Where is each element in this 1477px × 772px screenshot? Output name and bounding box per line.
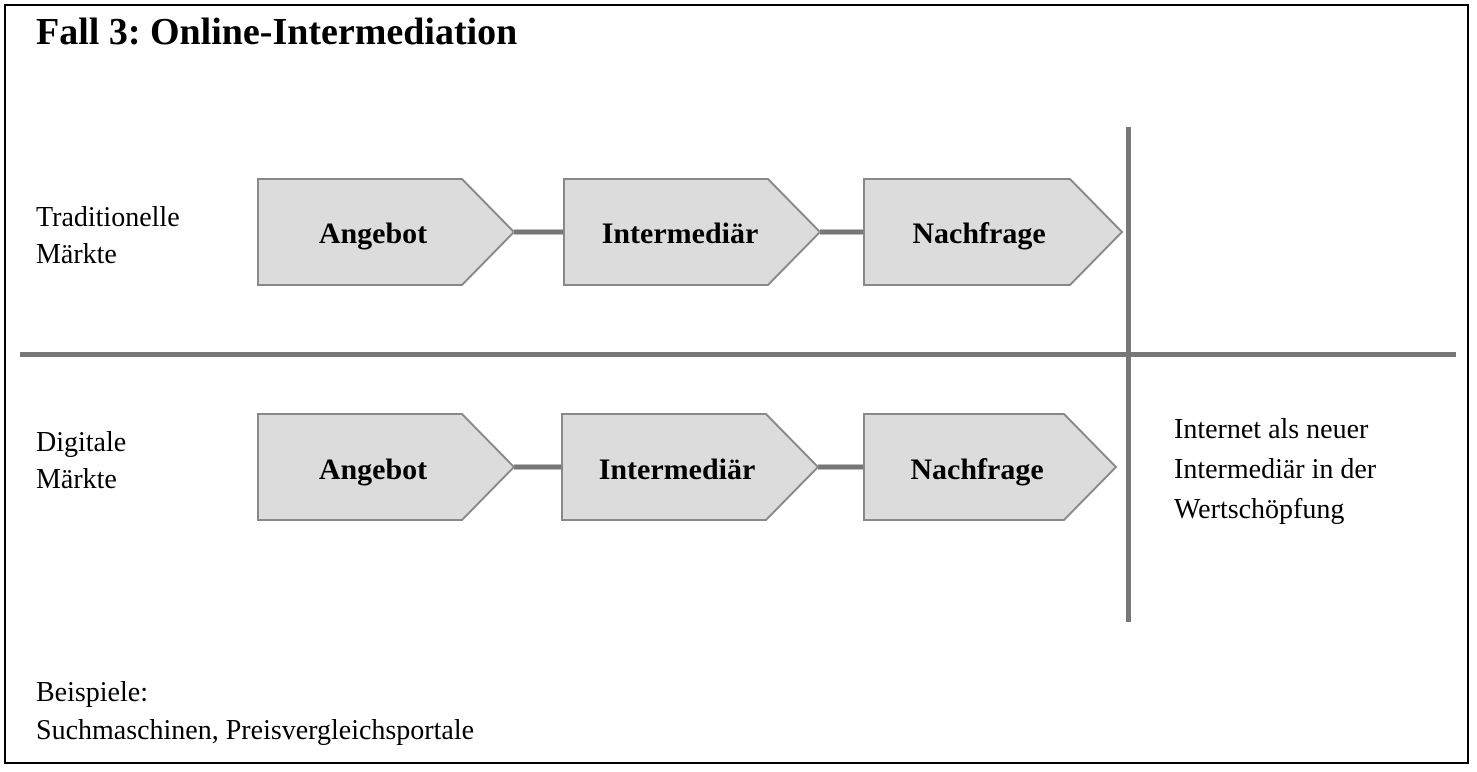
chevron-label: Angebot [319,217,427,250]
diagram-title: Fall 3: Online-Intermediation [36,11,518,53]
row-label-digital: Digitale Märkte [36,424,126,498]
examples-text: Suchmaschinen, Preisvergleichsportale [36,715,475,746]
chevron-angebot-digital: Angebot [257,413,516,521]
examples: Beispiele: Suchmaschinen, Preisvergleich… [36,674,474,750]
examples-heading: Beispiele: [36,677,148,708]
chevron-label: Angebot [319,453,427,486]
row-label-traditional: Traditionelle Märkte [36,199,180,273]
chevron-label: Nachfrage [912,217,1045,250]
side-note-line: Intermediär in der [1174,454,1377,485]
chevron-intermediaer-digital: Intermediär [561,413,820,521]
chevron-nachfrage-digital: Nachfrage [863,413,1118,521]
chevron-label: Intermediär [602,217,759,250]
side-note-line: Internet als neuer [1174,414,1369,445]
row-label-line: Märkte [36,464,117,495]
row-label-line: Märkte [36,239,117,270]
row-label-line: Traditionelle [36,202,180,233]
horizontal-divider [20,352,1456,357]
chevron-label: Nachfrage [910,453,1043,486]
chevron-angebot-traditional: Angebot [257,178,516,286]
chevron-intermediaer-traditional: Intermediär [563,178,822,286]
chevron-label: Intermediär [599,453,756,486]
diagram-frame [4,4,1469,764]
side-note: Internet als neuer Intermediär in der We… [1174,410,1376,530]
chevron-nachfrage-traditional: Nachfrage [863,178,1124,286]
vertical-divider [1126,127,1131,622]
row-label-line: Digitale [36,427,127,458]
side-note-line: Wertschöpfung [1174,494,1345,525]
